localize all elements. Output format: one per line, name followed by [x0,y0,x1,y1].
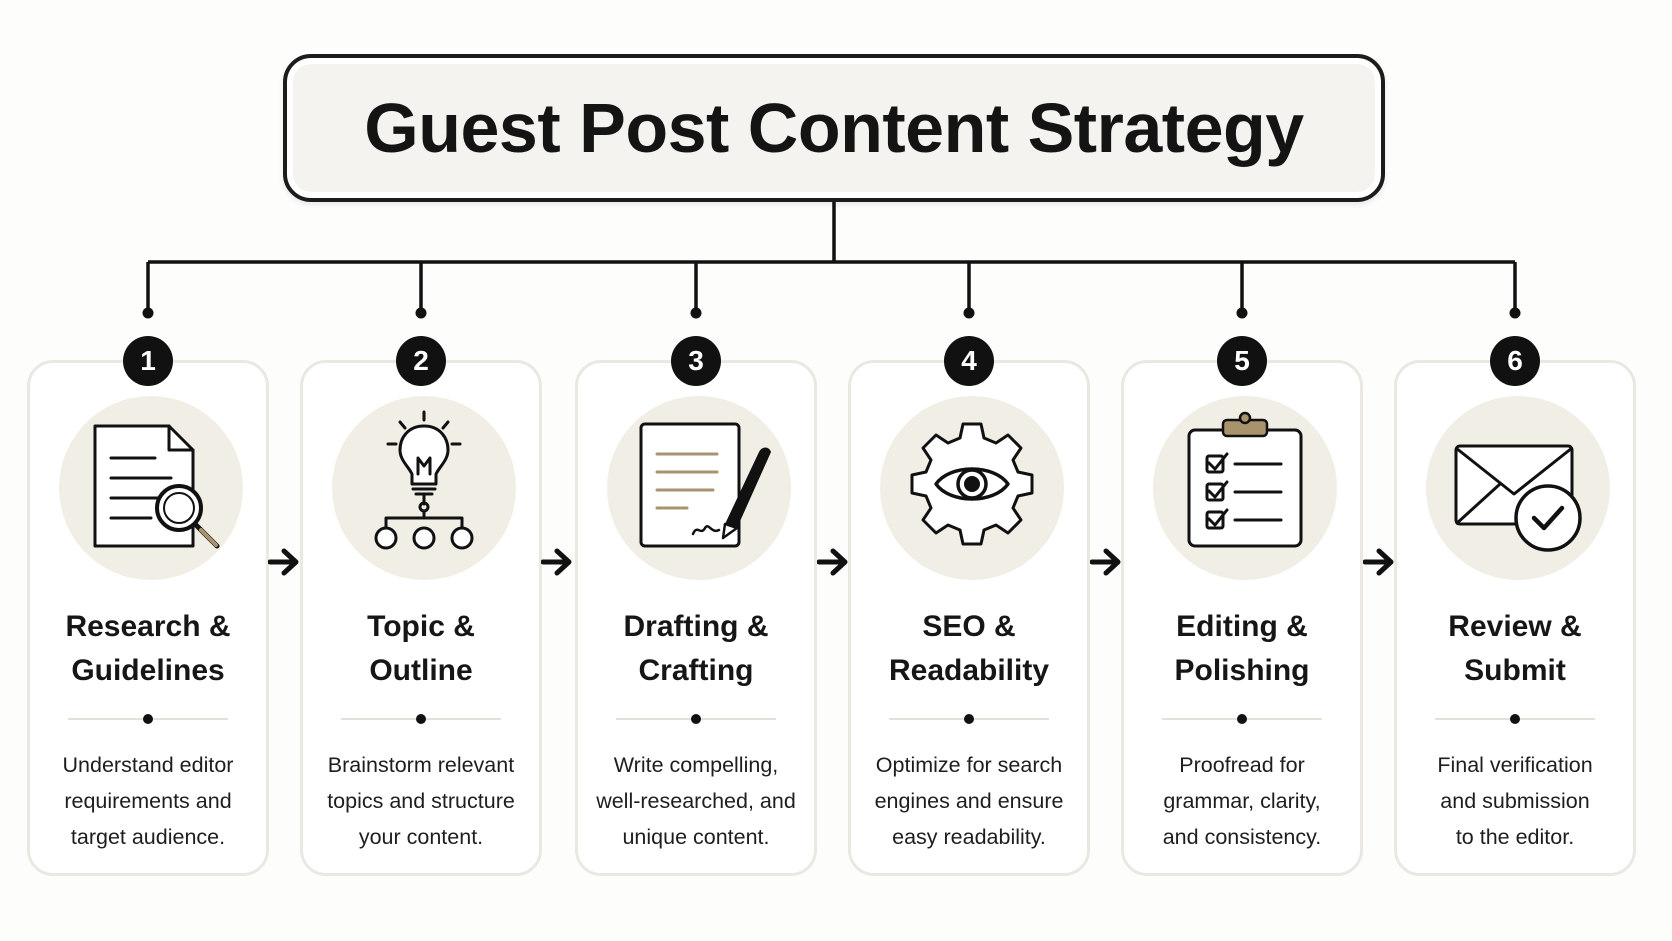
envelope-check-icon [1454,444,1582,552]
step-description: Understand editor requirements and targe… [62,753,234,849]
divider [889,714,1049,724]
arrow-right-icon [1090,548,1121,576]
icon-background [59,396,243,580]
step-title: Editing & Polishing [1174,610,1310,687]
page-title: Guest Post Content Strategy [364,89,1304,167]
arrow-right-icon [817,548,848,576]
document-search-icon [93,424,220,549]
arrow-right-icon [541,548,572,576]
step-number-badge: 6 [1490,336,1540,386]
divider [341,714,501,724]
icon-background [880,396,1064,580]
divider-dot [691,714,701,724]
step-title: Topic & Outline [367,610,475,687]
divider-dot [1237,714,1247,724]
step-card-research: Research & Guidelines Understand editor … [27,360,269,876]
divider-dot [1510,714,1520,724]
step-number-badge: 4 [944,336,994,386]
document-pen-icon [639,422,771,548]
step-number-badge: 2 [396,336,446,386]
divider [68,714,228,724]
arrow-right-icon [268,548,299,576]
icon-background [332,396,516,580]
step-description: Brainstorm relevant topics and structure… [327,753,515,849]
divider-dot [964,714,974,724]
step-number-badge: 3 [671,336,721,386]
divider [616,714,776,724]
step-card-review: Review & Submit Final verification and s… [1394,360,1636,876]
step-description: Optimize for search engines and ensure e… [874,753,1064,849]
divider-dot [416,714,426,724]
divider [1435,714,1595,724]
step-card-topic: Topic & Outline Brainstorm relevant topi… [300,360,542,876]
step-description: Write compelling, well-researched, and u… [596,753,796,849]
step-card-drafting: Drafting & Crafting Write compelling, we… [575,360,817,876]
gear-eye-icon [910,422,1034,546]
step-number-badge: 1 [123,336,173,386]
step-title: Drafting & Crafting [623,610,769,687]
step-title: Research & Guidelines [65,610,231,687]
divider-dot [143,714,153,724]
divider [1162,714,1322,724]
icon-background [1153,396,1337,580]
step-title: Review & Submit [1448,610,1582,687]
lightbulb-tree-icon [374,410,474,550]
step-description: Proofread for grammar, clarity, and cons… [1162,753,1322,849]
icon-background [1426,396,1610,580]
step-card-editing: Editing & Polishing Proofread for gramma… [1121,360,1363,876]
step-number-badge: 5 [1217,336,1267,386]
title-box: Guest Post Content Strategy [283,54,1385,202]
step-title: SEO & Readability [888,610,1050,687]
arrow-right-icon [1363,548,1394,576]
step-description: Final verification and submission to the… [1437,753,1593,849]
clipboard-checklist-icon [1187,411,1303,548]
icon-background [607,396,791,580]
step-card-seo: SEO & Readability Optimize for search en… [848,360,1090,876]
